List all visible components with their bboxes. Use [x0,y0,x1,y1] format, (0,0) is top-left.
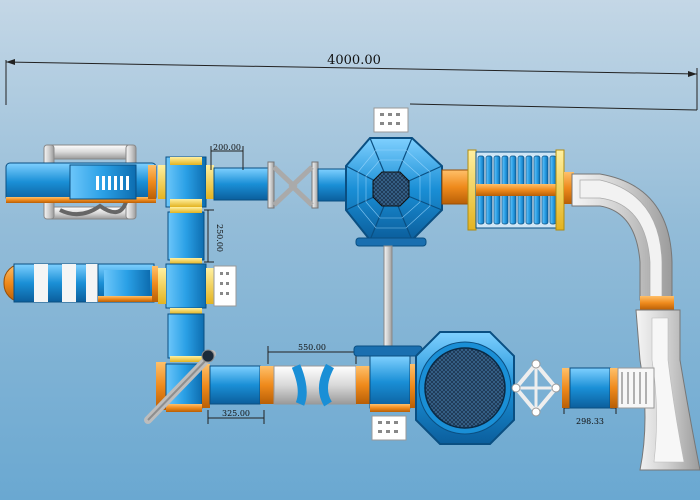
overall-dimension-label: 4000.00 [327,53,381,68]
ladder-icon [617,367,655,409]
trampoline-mesh-icon [372,171,410,207]
bottom-right-module [562,367,655,409]
octagon-hub [345,107,443,247]
beam-length-label: 550.00 [298,343,326,352]
gap-dimensions: 200.00 250.00 [204,143,244,263]
dimension-arrow-icon [688,71,697,77]
left-striped-tube [3,263,158,303]
diamond-connector [511,359,561,417]
left-junction-grid [158,156,269,362]
bottom-left-module [144,349,370,424]
lower-right-label: 298.33 [576,417,604,426]
trampoline-mesh-icon [424,347,506,429]
top-left-slide [5,144,157,220]
gap-vertical-label: 250.00 [215,224,224,252]
overall-dimension: 4000.00 [5,53,698,111]
climbing-wall [441,149,574,231]
dimension-arrow-icon [6,59,15,65]
curved-slide [571,173,700,471]
center-pole [383,245,393,351]
bottom-trampoline [415,331,515,445]
lower-left-label: 325.00 [222,409,250,418]
gray-connector-top [267,161,347,209]
gap-top-label: 200.00 [213,143,241,152]
